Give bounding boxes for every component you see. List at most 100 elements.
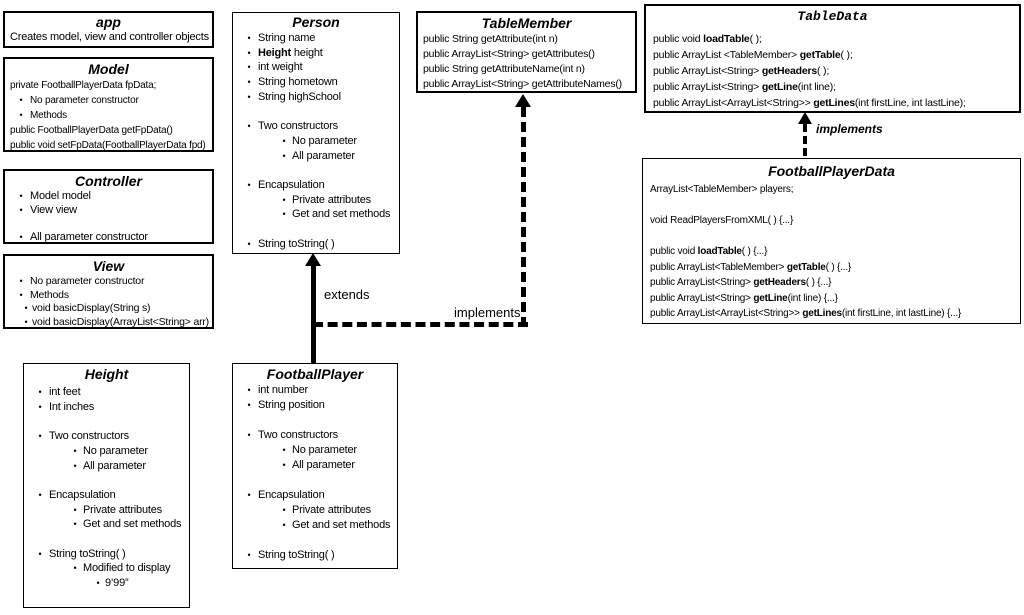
class-body-view: •No parameter constructor•Methods•void b… bbox=[5, 275, 212, 327]
class-body-table-data: public void loadTable( );public ArrayLis… bbox=[646, 31, 1019, 111]
class-member-line: •Two constructors bbox=[236, 119, 396, 134]
class-member-line: •9’99” bbox=[27, 576, 186, 591]
implements-arrowhead-icon bbox=[515, 94, 531, 107]
class-member-line: •No parameter bbox=[236, 443, 394, 458]
class-member-line: private FootballPlayerData fpData; bbox=[10, 80, 157, 91]
class-member-line: •Encapsulation bbox=[236, 178, 396, 193]
blank-line bbox=[236, 413, 394, 428]
class-member-line: ArrayList<TableMember> players; bbox=[650, 184, 794, 195]
class-title-controller: Controller bbox=[75, 173, 142, 189]
bullet-icon: • bbox=[19, 110, 23, 120]
class-member-line: public ArrayList <TableMember> getTable(… bbox=[653, 49, 853, 61]
bullet-icon: • bbox=[19, 276, 23, 286]
class-member-line: •No parameter bbox=[236, 134, 396, 149]
class-member-line: •All parameter constructor bbox=[8, 231, 209, 243]
class-member-line: public ArrayList<String> getLine(int lin… bbox=[650, 292, 838, 304]
class-title-table-data: TableData bbox=[797, 9, 868, 24]
class-member-line: •Height height bbox=[236, 46, 396, 61]
class-member-line: public ArrayList<ArrayList<String>> getL… bbox=[653, 97, 966, 109]
class-member-line: •Private attributes bbox=[27, 503, 186, 518]
bullet-icon: • bbox=[96, 578, 100, 589]
blank-line bbox=[648, 198, 1017, 214]
class-member-line: •Two constructors bbox=[27, 429, 186, 444]
class-member-line: •Modified to display bbox=[27, 561, 186, 576]
bullet-icon: • bbox=[247, 121, 251, 132]
blank-line bbox=[8, 217, 209, 231]
class-body-person: •String name•Height height•int weight•St… bbox=[233, 31, 399, 252]
implements-arrow-horizontal-line bbox=[313, 322, 528, 327]
bullet-icon: • bbox=[247, 490, 251, 500]
class-title-model: Model bbox=[88, 61, 129, 77]
class-member-line: •String name bbox=[236, 31, 396, 46]
bullet-icon: • bbox=[282, 460, 286, 470]
class-member-line: public ArrayList<String> getAttributes() bbox=[423, 48, 595, 60]
blank-line bbox=[27, 532, 186, 547]
bullet-icon: • bbox=[38, 431, 42, 442]
bullet-icon: • bbox=[247, 385, 251, 395]
blank-line bbox=[236, 222, 396, 237]
class-title-app: app bbox=[96, 14, 121, 30]
implements-arrow-vertical-line bbox=[521, 107, 526, 327]
extends-arrowhead-icon bbox=[305, 253, 321, 266]
class-box-height: Height •int feet•Int inches•Two construc… bbox=[23, 363, 190, 608]
blank-line bbox=[236, 105, 396, 120]
class-box-football-player-data: FootballPlayerData ArrayList<TableMember… bbox=[642, 158, 1021, 324]
bullet-icon: • bbox=[38, 489, 42, 500]
class-member-line: •String toString( ) bbox=[236, 237, 396, 252]
class-member-line: •Two constructors bbox=[236, 428, 394, 443]
class-body-model: private FootballPlayerData fpData;•No pa… bbox=[5, 78, 212, 151]
blank-line bbox=[648, 229, 1017, 245]
bullet-icon: • bbox=[73, 445, 77, 456]
class-body-controller: •Model model•View view•All parameter con… bbox=[5, 190, 212, 243]
class-title-view: View bbox=[92, 258, 125, 274]
class-member-line: •Methods bbox=[8, 289, 209, 303]
bullet-icon: • bbox=[247, 180, 251, 190]
class-box-controller: Controller •Model model•View view•All pa… bbox=[3, 169, 214, 244]
bullet-icon: • bbox=[282, 150, 286, 161]
class-box-football-player: FootballPlayer •int number•String positi… bbox=[232, 363, 398, 569]
class-title-football-player: FootballPlayer bbox=[266, 366, 364, 382]
class-member-line: •Encapsulation bbox=[236, 488, 394, 503]
bullet-icon: • bbox=[247, 91, 251, 102]
implements-tablemember-label: implements bbox=[454, 305, 521, 320]
extends-label: extends bbox=[324, 287, 370, 302]
class-member-line: •No parameter constructor bbox=[8, 275, 209, 289]
class-box-model: Model private FootballPlayerData fpData;… bbox=[3, 57, 214, 152]
bullet-icon: • bbox=[38, 548, 42, 559]
class-member-line: •Methods bbox=[8, 108, 209, 123]
bullet-icon: • bbox=[73, 519, 77, 530]
bullet-icon: • bbox=[19, 95, 23, 105]
bullet-icon: • bbox=[247, 33, 251, 43]
bullet-icon: • bbox=[24, 303, 28, 313]
bullet-icon: • bbox=[38, 401, 42, 412]
bullet-icon: • bbox=[282, 520, 286, 530]
class-member-line: •int weight bbox=[236, 60, 396, 75]
class-member-line: •String hometown bbox=[236, 75, 396, 90]
bullet-icon: • bbox=[19, 191, 23, 201]
class-member-line: •Encapsulation bbox=[27, 488, 186, 503]
class-title-table-member: TableMember bbox=[481, 15, 572, 31]
bullet-icon: • bbox=[38, 387, 42, 397]
bullet-icon: • bbox=[247, 62, 251, 73]
blank-line bbox=[236, 473, 394, 488]
class-member-line: public ArrayList<ArrayList<String>> getL… bbox=[650, 308, 962, 319]
bullet-icon: • bbox=[247, 47, 251, 58]
class-box-app: app Creates model, view and controller o… bbox=[3, 11, 214, 48]
class-member-line: •void basicDisplay(String s) bbox=[8, 302, 209, 316]
class-member-line: public FootballPlayerData getFpData() bbox=[10, 125, 173, 136]
bullet-icon: • bbox=[73, 563, 77, 574]
bullet-icon: • bbox=[73, 460, 77, 471]
blank-line bbox=[236, 533, 394, 548]
implements-arrowhead-tabledata-icon bbox=[798, 112, 812, 124]
bullet-icon: • bbox=[247, 77, 251, 88]
class-title-football-player-data: FootballPlayerData bbox=[768, 163, 895, 179]
class-title-height: Height bbox=[84, 366, 129, 382]
class-member-line: public String getAttributeName(int n) bbox=[423, 63, 585, 75]
class-member-line: •All parameter bbox=[27, 459, 186, 474]
class-member-line: •String toString( ) bbox=[236, 548, 394, 563]
implements-tabledata-label: implements bbox=[816, 122, 883, 136]
class-member-line: void ReadPlayersFromXML( ) {...} bbox=[650, 215, 794, 226]
class-member-line: public void setFpData(FootballPlayerData… bbox=[10, 140, 206, 151]
class-body-app: Creates model, view and controller objec… bbox=[5, 30, 212, 45]
